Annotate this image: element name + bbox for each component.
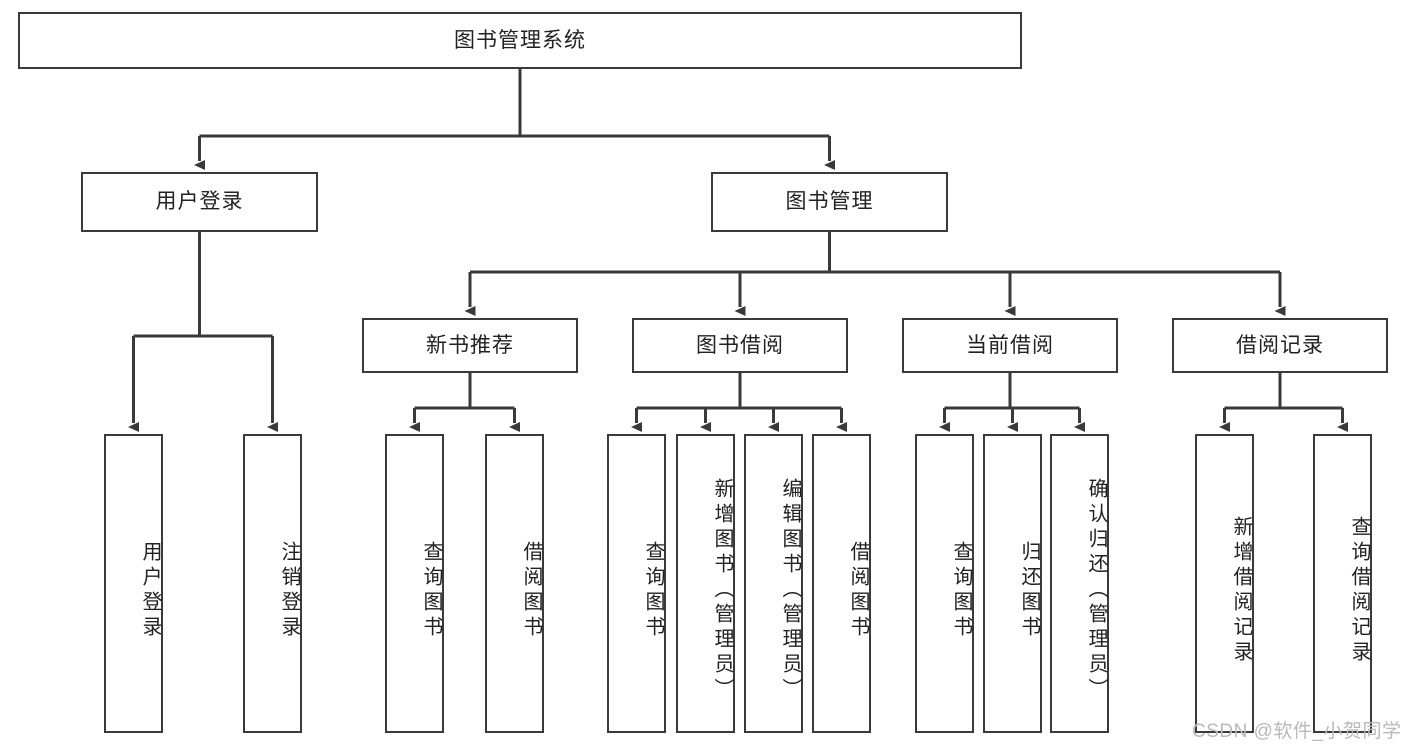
leaf-node-5-label: 新增图书（管理员） bbox=[711, 478, 733, 703]
leaf-node-3-label: 借阅图书 bbox=[520, 540, 542, 641]
leaf-node-6-label: 编辑图书（管理员） bbox=[779, 478, 801, 703]
root-node-book-management-system[interactable]: 图书管理系统 bbox=[18, 12, 1022, 69]
level2-node-1-label: 图书管理 bbox=[785, 190, 874, 214]
level2-node-0[interactable]: 用户登录 bbox=[81, 172, 318, 232]
level2-node-0-label: 用户登录 bbox=[155, 190, 244, 214]
leaf-node-0[interactable]: 用户登录 bbox=[104, 434, 163, 733]
leaf-node-5[interactable]: 新增图书（管理员） bbox=[676, 434, 735, 733]
level3-node-3[interactable]: 借阅记录 bbox=[1172, 318, 1388, 373]
level3-node-2[interactable]: 当前借阅 bbox=[902, 318, 1118, 373]
level3-node-1-label: 图书借阅 bbox=[696, 333, 784, 357]
leaf-node-7-label: 借阅图书 bbox=[847, 540, 869, 641]
leaf-node-12-label: 查询借阅记录 bbox=[1348, 515, 1370, 666]
leaf-node-0-label: 用户登录 bbox=[139, 540, 161, 641]
leaf-node-9-label: 归还图书 bbox=[1018, 540, 1040, 641]
leaf-node-10-label: 确认归还（管理员） bbox=[1085, 478, 1107, 703]
csdn-watermark: CSDN @软件_小贺同学 bbox=[1192, 721, 1402, 742]
level3-node-0-label: 新书推荐 bbox=[426, 333, 514, 357]
leaf-node-6[interactable]: 编辑图书（管理员） bbox=[744, 434, 803, 733]
leaf-node-4-label: 查询图书 bbox=[642, 540, 664, 641]
leaf-node-8[interactable]: 查询图书 bbox=[915, 434, 974, 733]
leaf-node-1[interactable]: 注销登录 bbox=[243, 434, 302, 733]
leaf-node-3[interactable]: 借阅图书 bbox=[485, 434, 544, 733]
level3-node-0[interactable]: 新书推荐 bbox=[362, 318, 578, 373]
leaf-node-10[interactable]: 确认归还（管理员） bbox=[1050, 434, 1109, 733]
level3-node-1[interactable]: 图书借阅 bbox=[632, 318, 848, 373]
leaf-node-11[interactable]: 新增借阅记录 bbox=[1195, 434, 1254, 733]
leaf-node-9[interactable]: 归还图书 bbox=[983, 434, 1042, 733]
leaf-node-2[interactable]: 查询图书 bbox=[385, 434, 444, 733]
leaf-node-12[interactable]: 查询借阅记录 bbox=[1313, 434, 1372, 733]
level3-node-2-label: 当前借阅 bbox=[966, 333, 1054, 357]
leaf-node-7[interactable]: 借阅图书 bbox=[812, 434, 871, 733]
root-node-book-management-system-label: 图书管理系统 bbox=[454, 28, 586, 52]
leaf-node-11-label: 新增借阅记录 bbox=[1230, 515, 1252, 666]
leaf-node-2-label: 查询图书 bbox=[420, 540, 442, 641]
leaf-node-8-label: 查询图书 bbox=[950, 540, 972, 641]
leaf-node-4[interactable]: 查询图书 bbox=[607, 434, 666, 733]
level3-node-3-label: 借阅记录 bbox=[1236, 333, 1324, 357]
level2-node-1[interactable]: 图书管理 bbox=[711, 172, 948, 232]
leaf-node-1-label: 注销登录 bbox=[278, 540, 300, 641]
